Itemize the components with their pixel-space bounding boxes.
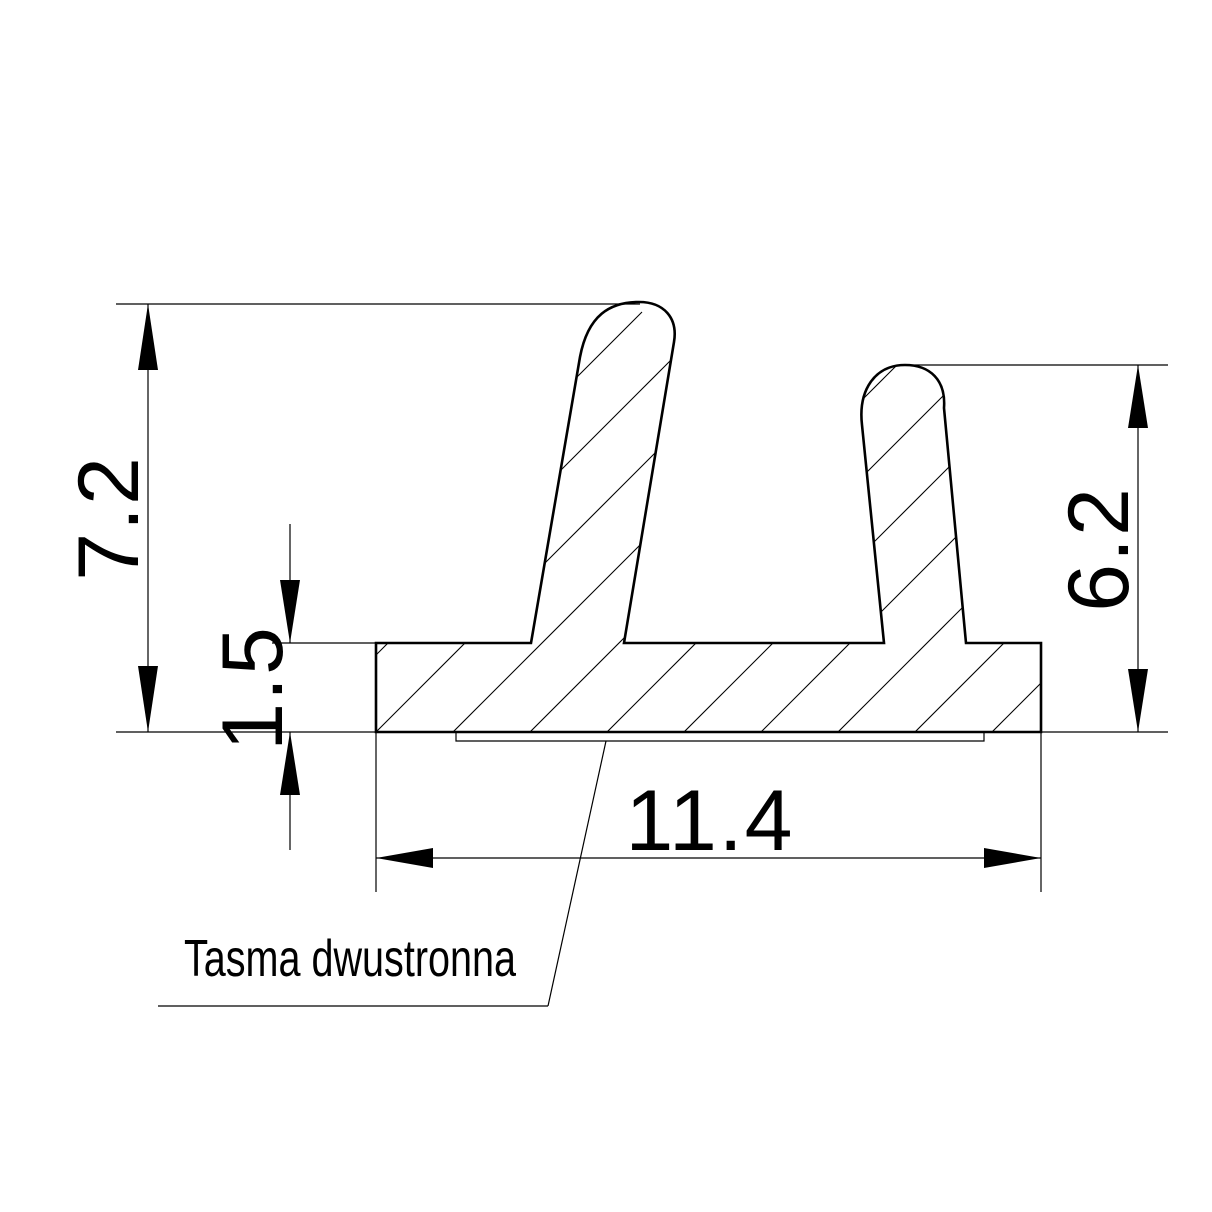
tape-strip xyxy=(455,732,985,742)
width-label: 11.4 xyxy=(626,773,795,869)
dimension-lip-height: 6.2 xyxy=(905,364,1168,733)
lip-height-label: 6.2 xyxy=(1051,486,1147,612)
tape-label: Tasma dwustronna xyxy=(184,930,516,988)
base-thickness-label: 1.5 xyxy=(205,625,301,751)
tape-leader: Tasma dwustronna xyxy=(158,740,607,1007)
total-height-label: 7.2 xyxy=(61,455,157,581)
dimension-width: 11.4 xyxy=(375,732,1042,892)
profile-outline xyxy=(374,300,1043,734)
dimension-base-thickness: 1.5 xyxy=(205,524,376,850)
dimension-total-height: 7.2 xyxy=(61,303,640,733)
